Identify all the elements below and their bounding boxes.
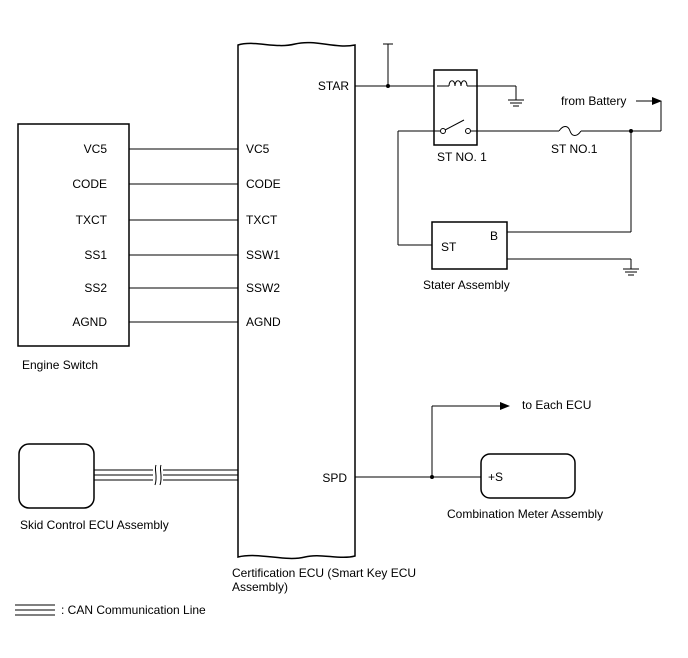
battery-feed: from Battery xyxy=(561,94,662,108)
certification-ecu-label-line1: Certification ECU (Smart Key ECU xyxy=(232,566,416,580)
starter-assembly: ST B Stater Assembly xyxy=(423,221,639,292)
engine-switch-box xyxy=(17,123,130,347)
spd-circuit: to Each ECU xyxy=(355,398,591,479)
st-no1-relay: ST NO. 1 xyxy=(433,69,524,164)
combination-meter: +S Combination Meter Assembly xyxy=(447,453,603,521)
fuse-icon xyxy=(558,126,582,136)
battery-label: from Battery xyxy=(561,94,626,108)
relay-coil-icon xyxy=(448,80,468,87)
ecu-pin-vc5: VC5 xyxy=(246,142,270,156)
skid-control-ecu: Skid Control ECU Assembly xyxy=(18,443,238,532)
combination-meter-pin: +S xyxy=(488,470,503,484)
engine-switch-pin-code: CODE xyxy=(72,177,107,191)
ecu-pin-ssw2: SSW2 xyxy=(246,281,280,295)
starter-label: Stater Assembly xyxy=(423,278,510,292)
engine-switch-pin-agnd: AGND xyxy=(72,315,107,329)
ecu-pin-spd: SPD xyxy=(322,471,347,485)
starter-box xyxy=(431,221,508,270)
engine-switch-wires xyxy=(129,148,238,323)
fuse-label: ST NO.1 xyxy=(551,142,598,156)
relay-switch-icon xyxy=(444,119,465,131)
relay-box xyxy=(433,69,478,146)
certification-ecu-label-line2: Assembly) xyxy=(232,580,288,594)
engine-switch-pin-ss1: SS1 xyxy=(84,248,107,262)
relay-contact-a xyxy=(440,128,446,134)
skid-control-ecu-box xyxy=(18,443,95,509)
ecu-pin-code: CODE xyxy=(246,177,281,191)
engine-switch-label: Engine Switch xyxy=(22,358,98,372)
combination-meter-label: Combination Meter Assembly xyxy=(447,507,603,521)
ecu-pin-ssw1: SSW1 xyxy=(246,248,280,262)
star-circuit xyxy=(355,43,437,88)
engine-switch-pin-txct: TXCT xyxy=(76,213,108,227)
ecu-pin-agnd: AGND xyxy=(246,315,281,329)
certification-ecu: VC5 CODE TXCT SSW1 SSW2 AGND STAR SPD Ce… xyxy=(232,41,416,594)
each-ecu-label: to Each ECU xyxy=(522,398,591,412)
relay-label: ST NO. 1 xyxy=(437,150,487,164)
ecu-pin-txct: TXCT xyxy=(246,213,278,227)
ecu-pin-star: STAR xyxy=(318,79,349,93)
starter-pin-b: B xyxy=(490,229,498,243)
engine-switch-pin-ss2: SS2 xyxy=(84,281,107,295)
legend: : CAN Communication Line xyxy=(15,603,206,617)
legend-label: : CAN Communication Line xyxy=(61,603,206,617)
relay-contact-b xyxy=(465,128,471,134)
engine-switch-pin-vc5: VC5 xyxy=(84,142,108,156)
certification-ecu-body xyxy=(237,41,356,560)
starter-pin-st: ST xyxy=(441,240,457,254)
skid-control-ecu-label: Skid Control ECU Assembly xyxy=(20,518,169,532)
engine-switch: VC5 CODE TXCT SS1 SS2 AGND Engine Switch xyxy=(17,123,130,372)
combination-meter-box xyxy=(480,453,576,499)
